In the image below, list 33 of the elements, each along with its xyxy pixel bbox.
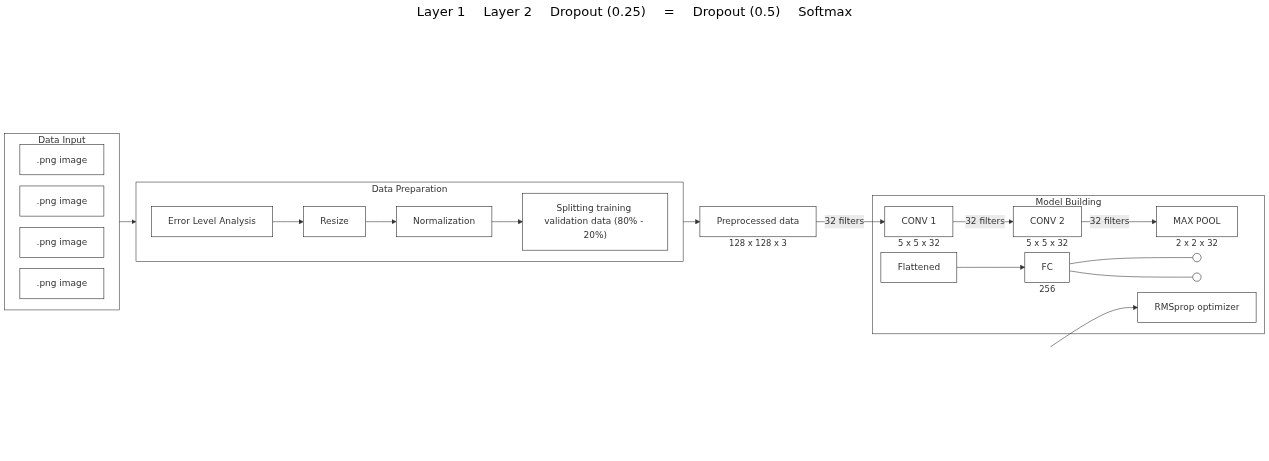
node-circle <box>1192 272 1202 282</box>
note-label: Dropout (0.25) <box>550 4 646 21</box>
edge-label: 32 filters <box>824 215 865 227</box>
node-box: Flattened <box>880 251 958 283</box>
connector <box>1069 270 1193 278</box>
dimension-caption: 2 x 2 x 32 <box>1176 238 1218 249</box>
node-box: Error Level Analysis <box>151 206 273 237</box>
node-box: CONV 2 <box>1012 206 1082 237</box>
node-box: CONV 1 <box>884 206 954 237</box>
edge-label: 32 filters <box>1089 215 1130 227</box>
node-box: RMSprop optimizer <box>1137 292 1257 323</box>
node-box: .png image <box>19 144 105 175</box>
note-label: Dropout (0.5) <box>692 4 781 21</box>
connector <box>1069 257 1193 264</box>
node-circle <box>1192 252 1202 262</box>
node-box: MAX POOL <box>1156 206 1238 237</box>
note-label: Layer 1 <box>416 4 466 21</box>
note-label: = <box>663 4 675 21</box>
node-box: .png image <box>19 185 105 217</box>
node-box: Normalization <box>396 206 493 237</box>
node-box: Resize <box>303 206 366 237</box>
node-box: .png image <box>19 226 105 258</box>
note-label: Layer 2 <box>483 4 533 21</box>
edge-label: 32 filters <box>965 215 1005 227</box>
node-box: FC <box>1024 251 1070 283</box>
dimension-caption: 5 x 5 x 32 <box>897 238 940 249</box>
dimension-caption: 256 <box>1039 283 1056 294</box>
dimension-caption: 128 x 128 x 3 <box>729 238 787 249</box>
node-box: .png image <box>19 268 105 299</box>
note-label: Softmax <box>798 4 853 21</box>
node-box: Splitting training validation data (80% - 20%) <box>522 192 669 251</box>
node-box: Preprocessed data <box>699 206 817 237</box>
dimension-caption: 5 x 5 x 32 <box>1026 238 1069 249</box>
